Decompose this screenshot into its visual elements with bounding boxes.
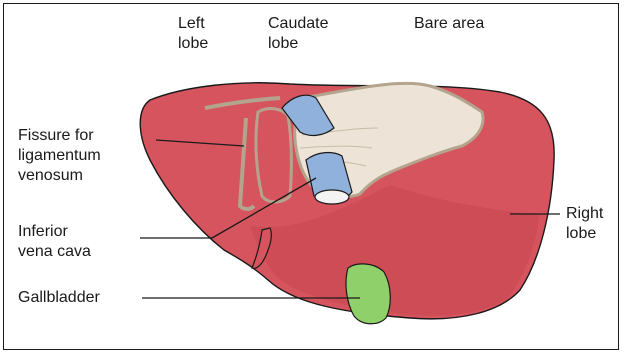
vena-cava-opening: [315, 190, 349, 204]
label-bare-area: Bare area: [414, 14, 484, 34]
caudate-lobe: [256, 109, 291, 202]
gallbladder: [346, 264, 390, 324]
label-gallbladder: Gallbladder: [18, 288, 100, 308]
